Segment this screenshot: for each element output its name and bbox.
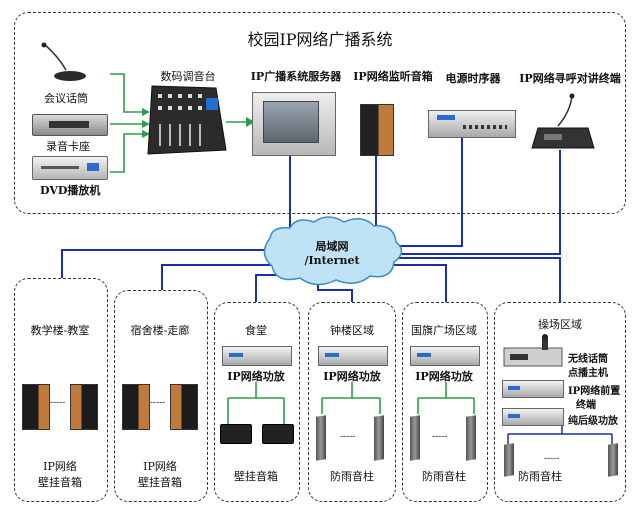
intercom-terminal-icon: [531, 93, 595, 149]
recorder-label: 录音卡座: [46, 140, 90, 153]
column-speaker-icon: [410, 415, 420, 461]
zone5-net-line: [394, 264, 447, 302]
zone-clock-tower: [308, 302, 396, 502]
network-label: 局域网 /Internet: [300, 238, 364, 267]
mixer-icon: [147, 85, 227, 155]
mic-to-mixer-line: [110, 73, 142, 113]
network-cloud: [263, 216, 403, 286]
column-speaker-icon: [504, 443, 514, 477]
arrow-head: [142, 108, 150, 116]
zone2-dashes: -----: [150, 398, 166, 408]
box-speaker-icon: [220, 424, 252, 444]
conference-mic-icon: [41, 42, 86, 81]
zone6-bottom-label: 防雨音柱: [518, 470, 562, 483]
zone3-bottom-label: 壁挂音箱: [234, 470, 278, 483]
zone5-dashes: -----: [432, 432, 448, 442]
zone6-item-wireless-mic: 无线话筒: [568, 354, 608, 365]
zone4-amp-label: IP网络功放: [323, 370, 381, 383]
zone2-bottom-line2: 壁挂音箱: [138, 476, 182, 489]
zone6-item-preamp: IP网络前置: [568, 386, 621, 397]
zone4-bottom-label: 防雨音柱: [330, 470, 374, 483]
monitor-speaker-label: IP网络监听音箱: [353, 70, 433, 83]
zone2-bottom-line1: IP网络: [143, 460, 177, 473]
zone6-item-request-host: 点播主机: [568, 368, 608, 379]
zone1-dashes: -----: [50, 398, 66, 408]
zone2-net-line: [161, 264, 272, 290]
zone1-bottom-line1: IP网络: [43, 460, 77, 473]
wireless-mic-host-icon: [503, 334, 563, 367]
zone4-speaker-lines: [321, 382, 381, 414]
zone5-speaker-lines: [417, 382, 475, 414]
sequencer-net-line: [398, 138, 463, 247]
zone-canteen: [214, 302, 300, 502]
column-speaker-icon: [374, 415, 384, 461]
wall-speaker-icon: [122, 384, 150, 430]
zone3-amp-label: IP网络功放: [227, 370, 285, 383]
diagram-title: 校园IP网络广播系统: [247, 30, 393, 49]
box-speaker-icon: [262, 424, 294, 444]
intercom-net-line: [398, 150, 561, 255]
arrow-head: [246, 117, 255, 127]
column-speaker-icon: [608, 443, 618, 477]
zone6-item-terminal: 终端: [576, 400, 596, 411]
power-amplifier-icon: [502, 408, 564, 426]
zone6-dashes: -----: [544, 454, 560, 464]
monitor-speaker-icon: [360, 104, 394, 156]
zone6-item-power-amp: 纯后级功放: [568, 416, 618, 427]
power-sequencer-icon: [428, 110, 516, 138]
zone-teaching-building: [14, 278, 108, 502]
network-label-line1: 局域网: [315, 240, 349, 253]
mixer-label: 数码调音台: [160, 70, 216, 83]
intercom-label: IP网络寻呼对讲终端: [519, 72, 621, 85]
zone6-net-line: [398, 257, 561, 302]
column-speaker-icon: [316, 415, 326, 461]
mic-label: 会议话筒: [44, 92, 88, 105]
server-icon: [252, 92, 336, 156]
zone2-title: 宿舍楼-走廊: [130, 324, 190, 337]
zone1-net-line: [61, 249, 272, 278]
top-system-frame: [14, 12, 626, 214]
zone4-dashes: -----: [340, 432, 356, 442]
network-label-line2: /Internet: [304, 254, 360, 267]
zone-flag-square: [402, 302, 488, 502]
zone3-title: 食堂: [245, 324, 267, 337]
zone6-title: 操场区域: [538, 318, 582, 331]
dvd-label: DVD播放机: [40, 184, 101, 197]
network-amplifier-icon: [222, 346, 292, 366]
zone-playground: [494, 302, 626, 502]
column-speaker-icon: [466, 415, 476, 461]
zone4-title: 钟楼区域: [330, 324, 374, 337]
wall-speaker-icon: [170, 384, 198, 430]
zone1-title: 教学楼-教室: [30, 324, 90, 337]
server-label: IP广播系统服务器: [250, 70, 342, 83]
zone5-amp-label: IP网络功放: [415, 370, 473, 383]
zone3-speaker-lines: [227, 382, 285, 424]
dvd-player-icon: [32, 156, 108, 180]
network-preamp-terminal-icon: [502, 380, 564, 398]
dvd-to-mixer-line: [110, 133, 142, 173]
arrow-head: [142, 130, 150, 138]
sequencer-label: 电源时序器: [445, 72, 501, 85]
network-amplifier-icon: [318, 346, 388, 366]
wall-speaker-icon: [22, 384, 50, 430]
zone-dormitory: [114, 290, 208, 502]
network-amplifier-icon: [410, 346, 480, 366]
wall-speaker-icon: [70, 384, 98, 430]
zone5-title: 国旗广场区域: [411, 324, 477, 337]
zone1-bottom-line2: 壁挂音箱: [38, 476, 82, 489]
arrow-head: [142, 120, 150, 128]
zone6-speaker-lines: [507, 424, 613, 446]
cassette-deck-icon: [32, 114, 108, 136]
zone5-bottom-label: 防雨音柱: [422, 470, 466, 483]
